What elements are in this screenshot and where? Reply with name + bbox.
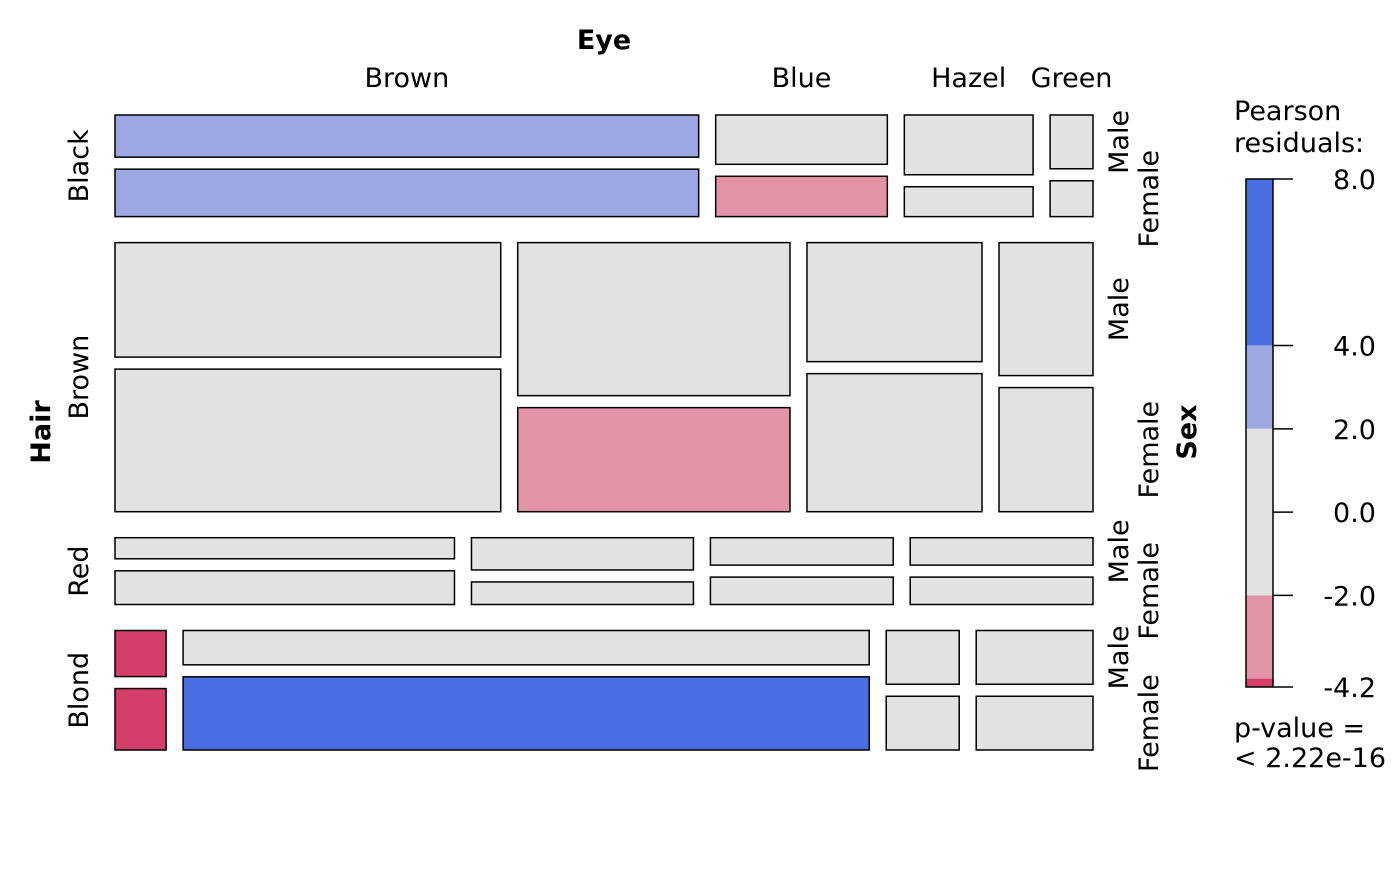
cell-brown-brown-male: [114, 241, 502, 358]
eye-axis-title: Eye: [577, 25, 631, 56]
cell-red-hazel-female: [709, 576, 894, 606]
pvalue-line1: p-value =: [1234, 713, 1365, 744]
legend-band-zero: [1246, 428, 1273, 596]
cell-black-green-male: [1049, 114, 1094, 170]
hair-label-blond: Blond: [64, 652, 95, 729]
legend-band-pos4: [1246, 179, 1273, 346]
cell-brown-blue-female: [516, 406, 791, 513]
cell-brown-brown-female: [114, 368, 502, 513]
cell-black-brown-male: [114, 114, 700, 158]
cell-blond-hazel-male: [885, 629, 960, 686]
legend-tick-label: 2.0: [1333, 415, 1376, 446]
eye-label-brown: Brown: [364, 63, 449, 94]
cell-black-hazel-male: [903, 114, 1034, 176]
sex-label-black-male: Male: [1104, 110, 1135, 174]
eye-label-blue: Blue: [772, 63, 832, 94]
cell-red-hazel-male: [709, 536, 894, 566]
cell-red-green-female: [909, 576, 1094, 606]
legend-band-neg4: [1246, 678, 1273, 687]
eye-label-hazel: Hazel: [931, 63, 1006, 94]
legend-title-line1: Pearson: [1234, 96, 1341, 127]
pvalue-line2: < 2.22e-16: [1234, 743, 1386, 774]
cell-brown-hazel-male: [806, 241, 983, 363]
legend-tick-label: 4.0: [1333, 332, 1376, 363]
hair-label-brown: Brown: [64, 335, 95, 420]
cell-blond-brown-female: [114, 687, 167, 751]
cell-blond-brown-male: [114, 629, 167, 678]
hair-label-red: Red: [64, 545, 95, 596]
cell-brown-hazel-female: [806, 372, 983, 513]
cell-red-blue-female: [470, 581, 695, 606]
hair-label-black: Black: [64, 129, 95, 202]
legend-bar-outline: [1245, 178, 1274, 688]
sex-label-brown-female: Female: [1134, 401, 1165, 499]
sex-label-blond-female: Female: [1134, 674, 1165, 772]
legend-title-line2: residuals:: [1234, 128, 1364, 159]
legend-band-pos2: [1246, 345, 1273, 429]
cell-black-green-female: [1049, 180, 1094, 218]
cell-red-green-male: [909, 536, 1094, 566]
sex-label-red-male: Male: [1104, 519, 1135, 583]
sex-label-brown-male: Male: [1104, 277, 1135, 341]
cell-brown-blue-male: [516, 241, 791, 397]
legend-tick-label: -4.2: [1323, 673, 1376, 704]
cell-blond-green-male: [975, 629, 1094, 686]
hair-axis-title: Hair: [26, 400, 57, 464]
cell-black-hazel-female: [903, 185, 1034, 218]
cell-red-brown-female: [114, 570, 456, 606]
sex-label-black-female: Female: [1134, 150, 1165, 248]
cell-red-brown-male: [114, 536, 456, 560]
cell-red-blue-male: [470, 536, 695, 571]
sex-axis-title: Sex: [1172, 404, 1203, 459]
legend-band-neg2: [1246, 595, 1273, 679]
sex-label-blond-male: Male: [1104, 625, 1135, 689]
legend-tick-label: 8.0: [1333, 165, 1376, 196]
sex-label-red-female: Female: [1134, 542, 1165, 640]
cell-blond-blue-male: [182, 629, 870, 666]
cell-blond-blue-female: [182, 676, 870, 751]
cell-blond-hazel-female: [885, 695, 960, 751]
cell-black-blue-male: [714, 114, 889, 166]
cell-brown-green-female: [998, 386, 1094, 513]
cell-black-brown-female: [114, 168, 700, 218]
legend-tick-label: 0.0: [1333, 498, 1376, 529]
eye-label-green: Green: [1031, 63, 1113, 94]
cell-black-blue-female: [714, 175, 889, 218]
legend-tick-label: -2.0: [1323, 581, 1376, 612]
cell-blond-green-female: [975, 695, 1094, 751]
cell-brown-green-male: [998, 241, 1094, 377]
